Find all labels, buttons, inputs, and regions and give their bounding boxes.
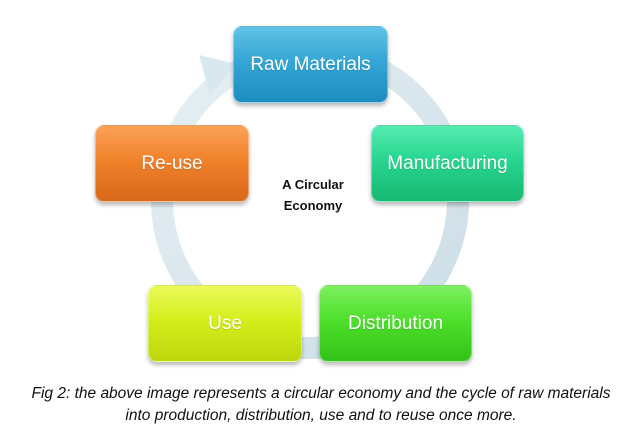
center-label: A Circular Economy: [258, 174, 368, 216]
node-distribution: Distribution: [319, 285, 472, 362]
node-re-use-label: Re-use: [141, 152, 203, 174]
node-use-label: Use: [208, 312, 242, 334]
center-label-line1: A Circular: [282, 177, 344, 192]
figure-caption: Fig 2: the above image represents a circ…: [0, 383, 642, 427]
caption-line2: into production, distribution, use and t…: [125, 407, 517, 424]
cycle-arrowhead: [199, 55, 236, 96]
node-raw-materials-label: Raw Materials: [250, 53, 371, 75]
node-use: Use: [148, 285, 302, 362]
node-manufacturing: Manufacturing: [371, 125, 524, 202]
node-manufacturing-label: Manufacturing: [387, 152, 508, 174]
caption-line1: Fig 2: the above image represents a circ…: [31, 385, 611, 402]
center-label-line2: Economy: [283, 198, 343, 213]
node-distribution-label: Distribution: [347, 312, 444, 334]
node-raw-materials: Raw Materials: [233, 26, 388, 103]
node-re-use: Re-use: [95, 125, 249, 202]
